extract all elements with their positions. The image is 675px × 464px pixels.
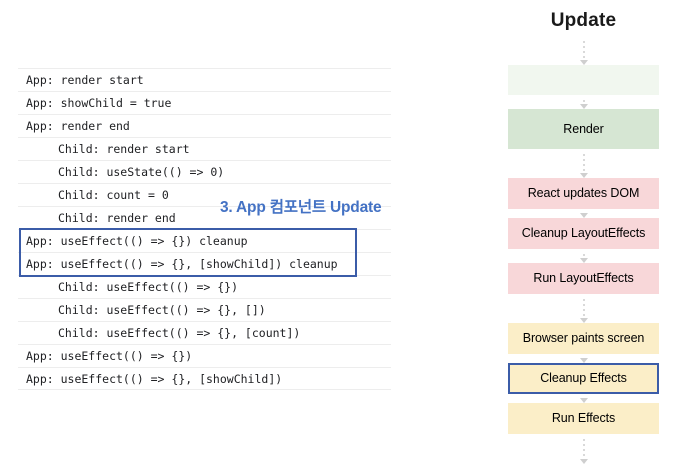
log-row: Child: render end	[18, 206, 391, 229]
log-row-text: App: showChild = true	[26, 96, 172, 110]
log-row-text: Child: render end	[58, 211, 176, 225]
log-row: App: useEffect(() => {}, [showChild])	[18, 367, 391, 390]
log-row-text: App: useEffect(() => {}, [showChild])	[26, 372, 283, 386]
flow-node-run-effects[interactable]: Run Effects	[508, 403, 659, 434]
log-row: Child: render start	[18, 137, 391, 160]
flow-connector-arrow-tail	[508, 434, 659, 464]
annotation-app-component-update: 3. App 컴포넌트 Update	[220, 199, 382, 216]
flow-node-cleanup-layouteffects[interactable]: Cleanup LayoutEffects	[508, 218, 659, 249]
log-row: Child: count = 0	[18, 183, 391, 206]
log-row-text: Child: useEffect(() => {}, [count])	[58, 326, 301, 340]
flow-node-run-layouteffects[interactable]: Run LayoutEffects	[508, 263, 659, 294]
log-row: App: useEffect(() => {}) cleanup	[18, 229, 391, 252]
log-row-text: App: useEffect(() => {})	[26, 349, 193, 363]
log-row: App: render end	[18, 114, 391, 137]
log-row: Child: useState(() => 0)	[18, 160, 391, 183]
flow-node-react-updates-dom[interactable]: React updates DOM	[508, 178, 659, 209]
log-row-text: App: render end	[26, 119, 130, 133]
log-row: App: useEffect(() => {})	[18, 344, 391, 367]
log-row-text: App: useEffect(() => {}, [showChild]) cl…	[26, 257, 338, 271]
flow-node-empty[interactable]	[508, 65, 659, 95]
flow-connector-arrow	[508, 149, 659, 178]
flow-connector-arrow	[508, 249, 659, 263]
log-row-text: App: render start	[26, 73, 144, 87]
log-row: App: render start	[18, 68, 391, 91]
flow-node-cleanup-effects[interactable]: Cleanup Effects	[508, 363, 659, 394]
log-row-text: Child: useState(() => 0)	[58, 165, 225, 179]
log-row: Child: useEffect(() => {}, [])	[18, 298, 391, 321]
flow-connector-arrow	[508, 354, 659, 363]
flow-connector-arrow	[508, 209, 659, 218]
log-row-text: App: useEffect(() => {}) cleanup	[26, 234, 248, 248]
log-row-text: Child: useEffect(() => {}, [])	[58, 303, 266, 317]
flow-connector-arrow	[508, 95, 659, 109]
log-row-text: Child: count = 0	[58, 188, 169, 202]
flow-node-render[interactable]: Render	[508, 109, 659, 149]
flow-connector-arrow	[508, 394, 659, 403]
flow-node-browser-paints-screen[interactable]: Browser paints screen	[508, 323, 659, 354]
log-row: App: showChild = true	[18, 91, 391, 114]
log-row: App: useEffect(() => {}, [showChild]) cl…	[18, 252, 391, 275]
log-row: Child: useEffect(() => {})	[18, 275, 391, 298]
flow-connector-arrow	[508, 36, 659, 65]
log-row-text: Child: render start	[58, 142, 190, 156]
log-row: Child: useEffect(() => {}, [count])	[18, 321, 391, 344]
flow-connector-arrow	[508, 294, 659, 323]
log-row-text: Child: useEffect(() => {})	[58, 280, 239, 294]
flowchart-title: Update	[550, 10, 617, 31]
